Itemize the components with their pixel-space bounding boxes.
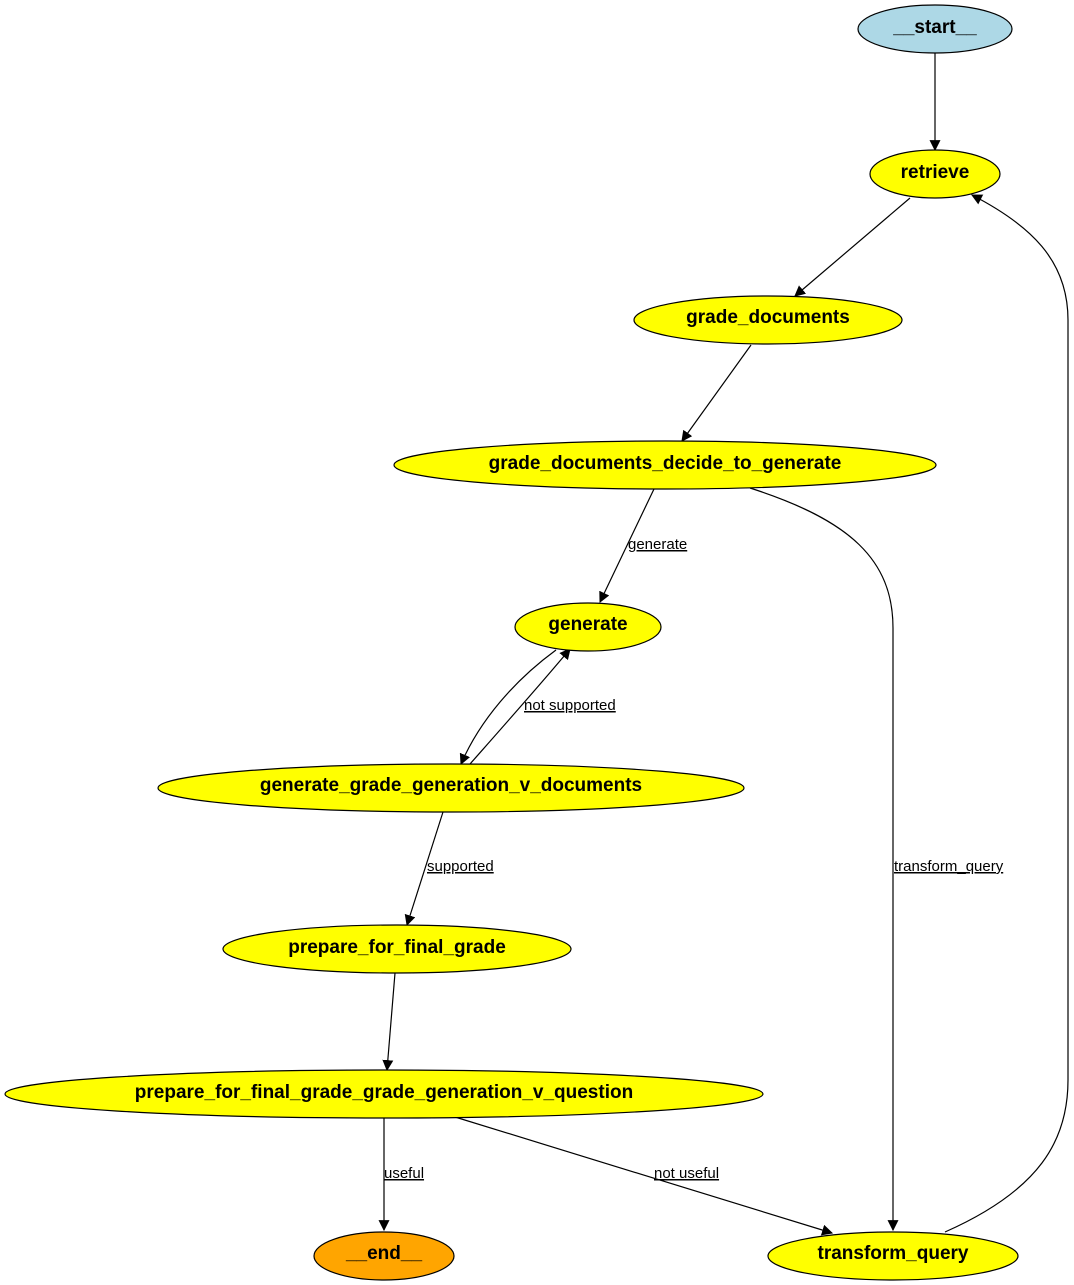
node-generate-label: generate — [548, 614, 627, 635]
node-end-shape — [313, 1231, 455, 1281]
edge-grade-generation-supported — [404, 811, 444, 927]
edge-retrieve-grade-documents — [794, 197, 911, 297]
node-prepare-for-final-grade-grade-generation-v-question[interactable]: prepare_for_final_grade_grade_generation… — [4, 1069, 764, 1119]
edge-label-not-supported: not supported — [524, 697, 616, 714]
node-prepare-for-final-grade[interactable]: prepare_for_final_grade — [222, 924, 572, 974]
edge-label-generate: generate — [628, 536, 687, 553]
edge-prepare-question — [382, 972, 396, 1072]
node-generate[interactable]: generate — [514, 602, 662, 652]
node-start[interactable]: __start__ — [857, 4, 1013, 54]
node-end[interactable]: __end__ — [313, 1231, 455, 1281]
node-retrieve[interactable]: retrieve — [869, 149, 1001, 199]
edge-label-useful: useful — [384, 1165, 424, 1182]
node-retrieve-label: retrieve — [901, 162, 970, 183]
node-prepare-for-final-grade-grade-generation-v-question-label: prepare_for_final_grade_grade_generation… — [135, 1082, 633, 1103]
node-grade-documents-decide-to-generate-shape — [393, 440, 937, 490]
node-generate-grade-generation-v-documents-label: generate_grade_generation_v_documents — [260, 775, 642, 796]
edges — [378, 53, 1069, 1236]
node-retrieve-shape — [869, 149, 1001, 199]
node-transform-query-shape — [767, 1231, 1019, 1281]
node-start-label: __start__ — [892, 17, 977, 38]
node-grade-documents-decide-to-generate[interactable]: grade_documents_decide_to_generate — [393, 440, 937, 490]
edge-grade-generation-not-supported — [469, 648, 571, 765]
edge-decide-generate — [599, 488, 655, 603]
node-grade-documents-shape — [633, 295, 903, 345]
node-generate-grade-generation-v-documents[interactable]: generate_grade_generation_v_documents — [157, 763, 745, 813]
edge-label-supported: supported — [427, 858, 494, 875]
node-prepare-for-final-grade-grade-generation-v-question-shape — [4, 1069, 764, 1119]
node-transform-query[interactable]: transform_query — [767, 1231, 1019, 1281]
edge-label-not-useful: not useful — [654, 1165, 719, 1182]
node-end-label: __end__ — [345, 1243, 422, 1264]
node-grade-documents[interactable]: grade_documents — [633, 295, 903, 345]
edge-transform-query-retrieve — [944, 194, 1069, 1233]
node-prepare-for-final-grade-label: prepare_for_final_grade — [288, 937, 506, 958]
node-start-shape — [857, 4, 1013, 54]
edge-grade-documents-decide — [681, 344, 752, 442]
node-generate-grade-generation-v-documents-shape — [157, 763, 745, 813]
node-grade-documents-decide-to-generate-label: grade_documents_decide_to_generate — [489, 453, 842, 474]
node-generate-shape — [514, 602, 662, 652]
node-prepare-for-final-grade-shape — [222, 924, 572, 974]
edge-decide-transform-query — [749, 487, 899, 1232]
node-transform-query-label: transform_query — [818, 1243, 969, 1264]
nodes: __start__ retrieve grade_documents grade… — [4, 4, 1019, 1281]
node-grade-documents-label: grade_documents — [686, 307, 850, 328]
edge-question-not-useful — [454, 1116, 834, 1236]
edge-generate-grade-generation — [459, 649, 557, 766]
edge-label-transform-query: transform_query — [894, 858, 1004, 875]
edge-labels: generate transform_query not supported s… — [384, 536, 1004, 1182]
